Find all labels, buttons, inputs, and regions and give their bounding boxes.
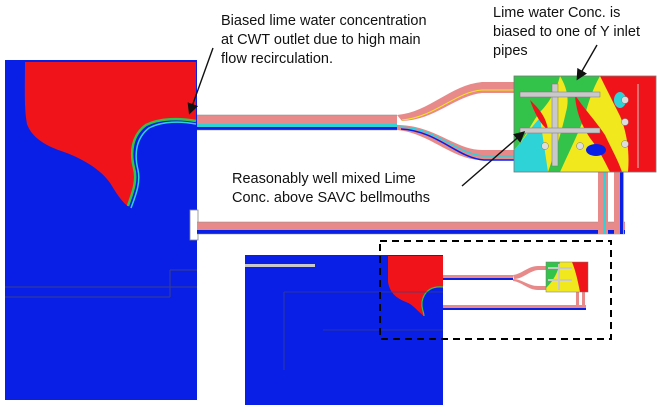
main-tank-high-concentration bbox=[24, 62, 197, 206]
main-contour-plot bbox=[5, 60, 657, 400]
y-junction bbox=[397, 82, 520, 161]
y-inlet-annotation: Lime water Conc. is biased to one of Y i… bbox=[493, 5, 640, 59]
y-inlet-arrow bbox=[576, 44, 598, 81]
bellmouths-arrow bbox=[461, 131, 526, 187]
upper-outlet-pipe bbox=[197, 114, 397, 131]
savc-mixing-box bbox=[513, 75, 657, 173]
lower-return-pipe bbox=[197, 168, 625, 235]
zoom-callout-box bbox=[379, 240, 612, 340]
cwt-outlet-annotation: Biased lime water concentration at CWT o… bbox=[221, 13, 427, 67]
inset-overview-plot bbox=[245, 240, 612, 405]
mixing-layer-edge bbox=[126, 117, 197, 207]
cwt-outlet-arrow bbox=[187, 47, 214, 115]
bellmouths-annotation: Reasonably well mixed Lime Conc. above S… bbox=[232, 171, 431, 206]
